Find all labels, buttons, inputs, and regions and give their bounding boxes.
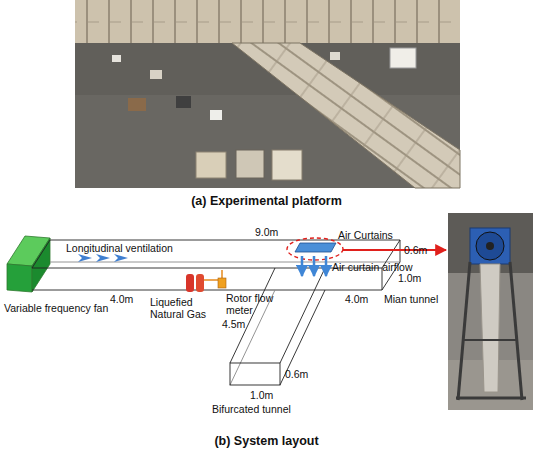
equipment-box (176, 96, 191, 108)
dimension-label: 0.6m (285, 368, 308, 380)
airflow-arrow (78, 254, 92, 262)
curtain-airflow-arrow (301, 256, 304, 276)
dimension-label: 1.0m (398, 272, 421, 284)
equipment-box (390, 48, 416, 68)
branch-tunnel-edge (280, 290, 325, 385)
curtain-airflow-arrow (325, 256, 328, 276)
part-label: Bifurcated tunnel (212, 403, 291, 415)
figure-caption: (b) System layout (0, 434, 533, 449)
equipment-box (210, 110, 222, 120)
fan-side (32, 238, 50, 292)
main-tunnel-edge (32, 240, 50, 268)
flow-label: Air curtain airflow (332, 261, 413, 273)
pointer-arrow (343, 249, 446, 251)
dimension-label: 4.0m (110, 293, 133, 305)
plank-roof (75, 0, 460, 43)
airflow-arrow (96, 254, 110, 262)
equipment-box (112, 55, 121, 62)
part-label: Air Curtains (338, 229, 393, 241)
dimension-label: 4.5m (222, 318, 245, 330)
stand-brace (462, 339, 518, 341)
gas-cylinder (186, 274, 194, 292)
part-label: Liquefied Natural Gas (150, 296, 212, 320)
stand-leg (510, 262, 522, 400)
fan-front (7, 264, 32, 292)
dimension-label: 4.0m (345, 293, 368, 305)
fan-impeller (476, 232, 504, 260)
curtain-airflow-arrow (313, 256, 316, 276)
airflow-arrow (114, 254, 128, 262)
dimension-label: 0.6m (404, 244, 427, 256)
equipment-box (150, 70, 162, 79)
part-label: Mian tunnel (384, 293, 438, 305)
equipment-box (272, 150, 302, 180)
gas-cylinder (196, 274, 204, 292)
part-label: Variable frequency fan (4, 302, 108, 314)
branch-tunnel-edge (280, 268, 325, 363)
equipment-box (128, 98, 146, 111)
fan-hub (486, 242, 494, 250)
flow-label: Longitudinal ventilation (66, 242, 173, 254)
figure-caption: (a) Experimental platform (0, 194, 533, 209)
stand-leg (458, 262, 470, 400)
equipment-box (196, 152, 226, 178)
branch-plank-roof (232, 43, 460, 188)
branch-tunnel-end (230, 363, 280, 385)
flow-meter-symbol (218, 278, 226, 288)
floor-photo (75, 0, 460, 188)
dimension-label: 9.0m (255, 226, 278, 238)
stand-base (456, 397, 526, 400)
equipment-box (330, 52, 340, 60)
dimension-label: 1.0m (250, 389, 273, 401)
air-curtain-unit (295, 243, 336, 252)
fan-housing (470, 228, 510, 264)
part-label: Rotor flow meter (226, 292, 274, 316)
main-tunnel-edge (32, 268, 382, 290)
fan-duct (480, 264, 500, 392)
equipment-box (236, 150, 264, 178)
fan-photo (448, 213, 533, 410)
